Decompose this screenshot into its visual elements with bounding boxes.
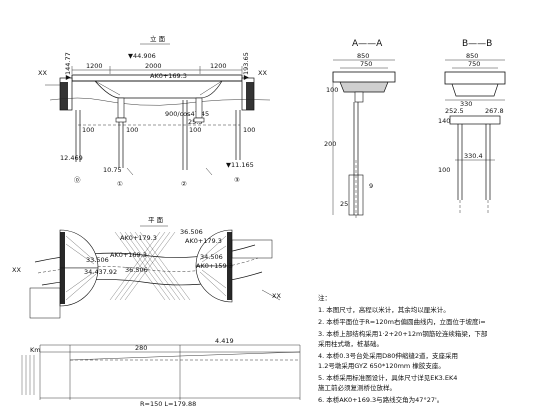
note-line-1: 1. 本图尺寸，高程以米计，其余均以厘米计。	[318, 305, 450, 314]
girder-soffit	[94, 80, 223, 99]
profile-left-value: Km	[30, 346, 41, 354]
span-right-label: 1200	[210, 62, 227, 70]
pile-100-c: 100	[189, 126, 201, 134]
pier-3-label: ③	[234, 176, 240, 184]
plan-title: 平 面	[148, 216, 164, 224]
plan-station-4: AK0+159.3	[196, 262, 233, 270]
plan-val-5: 34.437.92	[84, 268, 117, 276]
plan-val-3: 34.506	[200, 253, 223, 261]
station-label: AK0+169.3	[150, 72, 187, 80]
left-end-label: XX	[38, 69, 47, 77]
note-line-4: 4. 本桥0.3号台处采用D80伸缩缝2道，支座采用	[318, 351, 458, 360]
section-b-dim-267: 267.8	[485, 107, 504, 115]
section-b-dim-750: 750	[468, 60, 480, 68]
elev-12-469: 12.469	[60, 154, 83, 162]
section-a-dim-100: 100	[326, 86, 338, 94]
elevation-view: 立 面 1200 2000 1200 ▼44.906 AK0+169.3 900…	[38, 34, 271, 188]
section-b-title: B——B	[462, 39, 492, 49]
span-left-label: 1200	[86, 62, 103, 70]
plan-hatching	[109, 231, 191, 301]
section-a: A——A 850 750 100 200 9 25	[324, 39, 396, 220]
note-line-5b: 施工前必须复测桥位放样。	[318, 383, 396, 392]
plan-station-3: AK0+179.3	[185, 237, 222, 245]
span-mid-label: 2000	[145, 62, 162, 70]
plan-val-2: 36.506	[125, 266, 148, 274]
note-line-6: 6. 本桥AK0+169.3与路线交角为47°27'。	[318, 395, 443, 404]
right-top-elev: ▼193.65	[242, 52, 250, 80]
note-line-2: 2. 本桥平面位于R=120m右偏圆曲线内，立面位于坡度i=	[318, 317, 486, 326]
pile-100-a: 100	[82, 126, 94, 134]
profile-sub-value: 280	[135, 344, 147, 352]
left-top-elev: ▼144.77	[64, 52, 72, 80]
section-a-dim-200: 200	[324, 140, 336, 148]
section-b-dim-330-4: 330.4	[464, 152, 483, 160]
plan-station-1: AK0+179.3	[120, 234, 157, 242]
piers	[75, 97, 241, 170]
profile-top-value: 4.419	[215, 337, 234, 345]
section-a-title: A——A	[352, 39, 383, 49]
section-b-dim-330: 330	[460, 100, 472, 108]
section-b-dim-252: 252.5	[445, 107, 464, 115]
section-a-dim-25: 25	[340, 200, 348, 208]
pile-100-b: 100	[126, 126, 138, 134]
note-line-3b: 采用柱式墩，桩基础。	[318, 339, 383, 348]
note-line-4b: 1.2号墩采用GYZ 650*120mm 橡胶支座。	[318, 361, 445, 370]
plan-right-end: XX	[272, 292, 281, 300]
section-b-deck	[444, 71, 506, 85]
note-line-3: 3. 本桥上部结构采用1·2+20+12m钢筋砼连续箱梁，下部	[318, 329, 488, 338]
left-cone-bottom	[59, 267, 99, 307]
pile-100-d: 100	[243, 126, 255, 134]
elev-11-165: ▼11.165	[226, 161, 254, 169]
note-line-5: 5. 本桥采用标准图设计，具体尺寸详见EK3.EK4	[318, 373, 457, 382]
section-a-dim-750: 750	[360, 60, 372, 68]
notes: 注： 1. 本图尺寸，高程以米计，其余均以厘米计。 2. 本桥平面位于R=120…	[318, 293, 488, 404]
profile-bottom-scale: R=150 L=179.88	[140, 400, 196, 408]
section-a-dim-9: 9	[369, 182, 373, 190]
pier-2-label: ②	[181, 180, 187, 188]
section-a-dim-top: 850	[357, 52, 369, 60]
plan-val-1: 36.506	[180, 228, 203, 236]
section-b: B——B 850 750 330 252.5 267.8 140 330.4 1…	[438, 39, 506, 215]
plan-view: 平 面 XX XX	[12, 216, 281, 319]
elev-10-75: 10.75	[103, 166, 122, 174]
section-a-deck	[332, 71, 396, 83]
right-cone-bottom	[195, 265, 233, 303]
plan-station-2: AK0+169.3	[110, 251, 147, 259]
profile-strip: 4.419 280 Km R=150 L=179.88	[21, 337, 301, 408]
right-end-label: XX	[258, 69, 267, 77]
ground-line	[49, 97, 271, 106]
pier-0-label: ⓪	[74, 176, 81, 184]
notes-title: 注：	[318, 293, 331, 302]
section-b-dim-140: 140	[438, 117, 450, 125]
pier-1-label: ①	[117, 180, 123, 188]
top-elevation-label: ▼44.906	[128, 52, 156, 60]
plan-left-end: XX	[12, 266, 21, 274]
section-b-dim-top: 850	[466, 52, 478, 60]
section-b-dim-100: 100	[438, 166, 450, 174]
plan-val-4: 33.506	[86, 256, 109, 264]
elevation-title: 立 面	[150, 34, 166, 43]
girder-bracing	[94, 80, 223, 96]
